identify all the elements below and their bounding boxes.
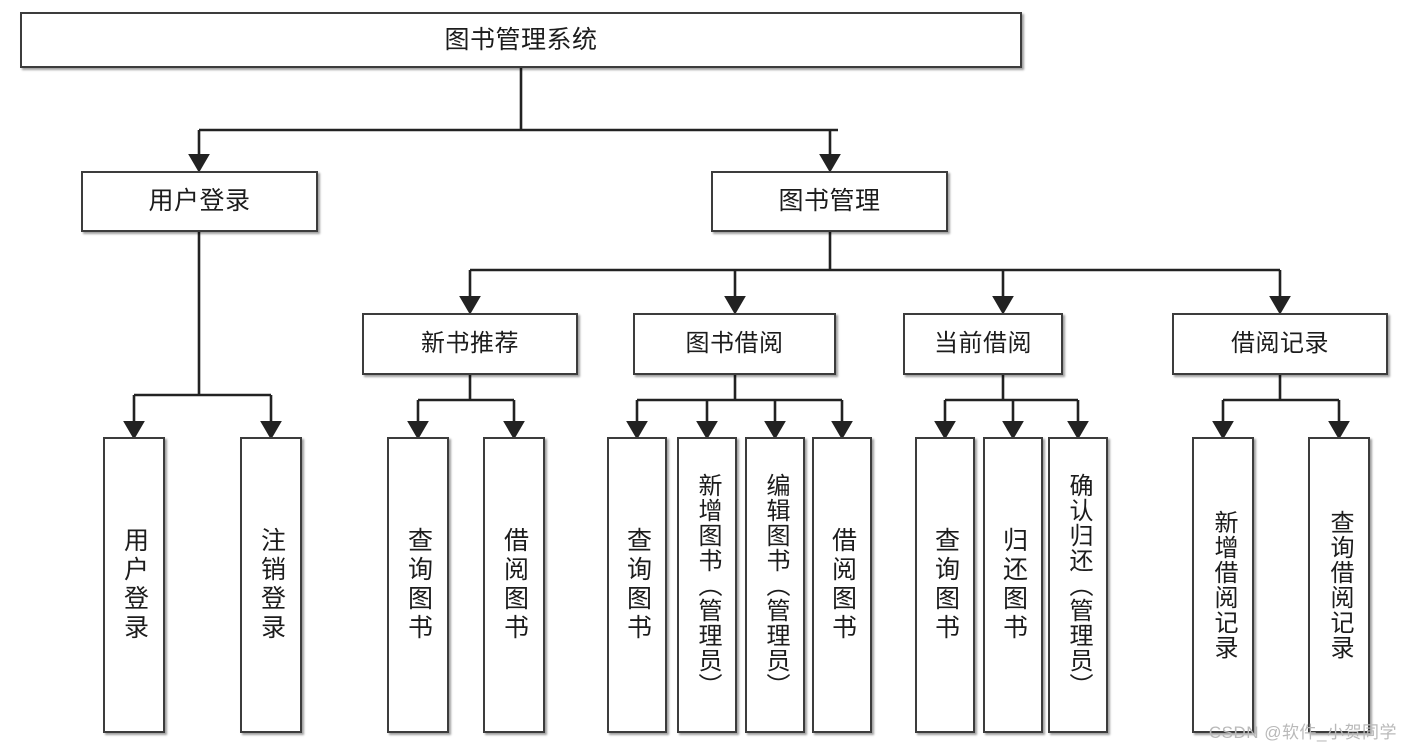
- node-label: 用户登录: [120, 527, 149, 643]
- node-label: 当前借阅: [934, 330, 1032, 358]
- leaf-borrow-book[interactable]: 借阅图书: [812, 437, 872, 733]
- leaf-edit-book-admin[interactable]: 编辑图书（管理员）: [745, 437, 805, 733]
- leaf-query-borrow-record[interactable]: 查询借阅记录: [1308, 437, 1370, 733]
- leaf-query-book-borrow[interactable]: 查询图书: [607, 437, 667, 733]
- node-label: 查询图书: [623, 527, 652, 643]
- node-label: 确认归还（管理员）: [1065, 472, 1092, 698]
- node-label: 归还图书: [999, 527, 1028, 643]
- node-label: 查询借阅记录: [1326, 510, 1353, 660]
- node-borrow-record[interactable]: 借阅记录: [1172, 313, 1388, 375]
- node-label: 借阅图书: [500, 527, 529, 643]
- node-label: 图书借阅: [685, 330, 784, 358]
- node-book-borrow[interactable]: 图书借阅: [633, 313, 836, 375]
- leaf-borrow-book-recommend[interactable]: 借阅图书: [483, 437, 545, 733]
- leaf-user-login[interactable]: 用户登录: [103, 437, 165, 733]
- node-label: 新增借阅记录: [1210, 510, 1237, 660]
- leaf-add-borrow-record[interactable]: 新增借阅记录: [1192, 437, 1254, 733]
- leaf-return-book[interactable]: 归还图书: [983, 437, 1043, 733]
- node-label: 查询图书: [404, 527, 433, 643]
- node-label: 用户登录: [148, 187, 251, 216]
- node-label: 图书管理: [778, 187, 881, 216]
- node-label: 借阅图书: [828, 527, 857, 643]
- node-label: 注销登录: [257, 527, 286, 643]
- leaf-query-book-current[interactable]: 查询图书: [915, 437, 975, 733]
- node-current-borrow[interactable]: 当前借阅: [903, 313, 1063, 375]
- leaf-add-book-admin[interactable]: 新增图书（管理员）: [677, 437, 737, 733]
- node-label: 图书管理系统: [444, 25, 598, 54]
- leaf-confirm-return-admin[interactable]: 确认归还（管理员）: [1048, 437, 1108, 733]
- node-label: 查询图书: [931, 527, 960, 643]
- node-user-login[interactable]: 用户登录: [81, 171, 318, 232]
- node-book-management[interactable]: 图书管理: [711, 171, 948, 232]
- leaf-logout[interactable]: 注销登录: [240, 437, 302, 733]
- node-label: 新书推荐: [421, 330, 519, 358]
- node-book-management-system[interactable]: 图书管理系统: [20, 12, 1022, 68]
- leaf-query-book-recommend[interactable]: 查询图书: [387, 437, 449, 733]
- csdn-watermark: CSDN @软件_小贺同学: [1208, 723, 1397, 742]
- node-label: 编辑图书（管理员）: [762, 472, 789, 698]
- node-new-book-recommend[interactable]: 新书推荐: [362, 313, 578, 375]
- node-label: 借阅记录: [1231, 330, 1329, 358]
- node-label: 新增图书（管理员）: [694, 472, 721, 698]
